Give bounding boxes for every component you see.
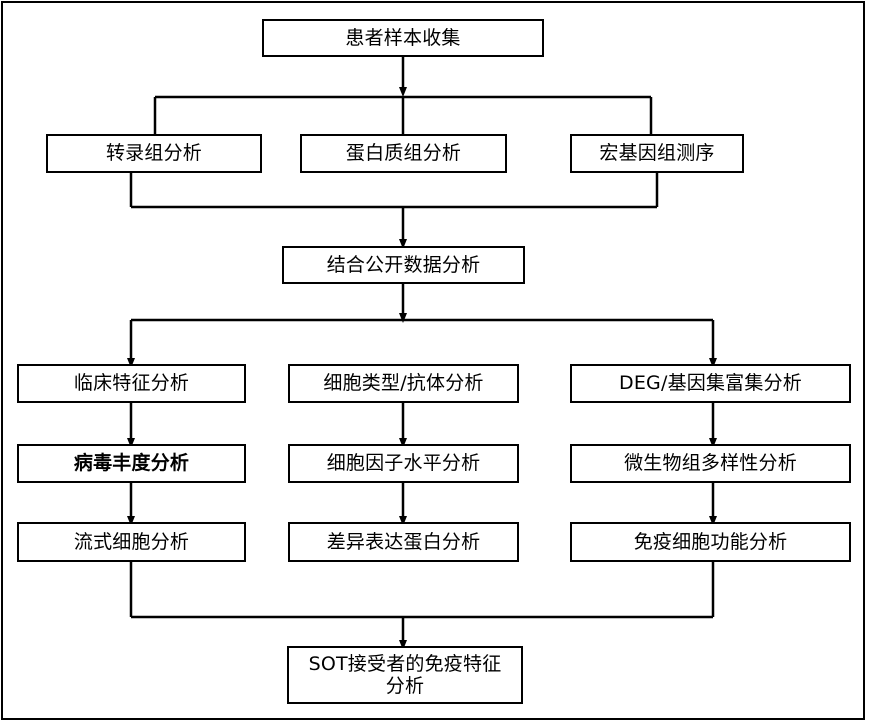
node-microbiome-diversity-label: 微生物组多样性分析 bbox=[624, 452, 797, 475]
node-immune-cell-function-label: 免疫细胞功能分析 bbox=[633, 530, 788, 553]
node-clinical-features[interactable]: 临床特征分析 bbox=[17, 364, 246, 403]
node-cytokine-level-label: 细胞因子水平分析 bbox=[326, 452, 481, 475]
node-sot-immune-profile[interactable]: SOT接受者的免疫特征 分析 bbox=[287, 646, 523, 704]
node-public-data[interactable]: 结合公开数据分析 bbox=[282, 246, 525, 284]
node-immune-cell-function[interactable]: 免疫细胞功能分析 bbox=[570, 522, 851, 562]
node-transcriptome-label: 转录组分析 bbox=[105, 142, 202, 165]
node-proteome[interactable]: 蛋白质组分析 bbox=[300, 134, 507, 173]
node-clinical-features-label: 临床特征分析 bbox=[73, 372, 190, 395]
node-viral-abundance-label: 病毒丰度分析 bbox=[73, 452, 190, 475]
node-sample-collection-label: 患者样本收集 bbox=[345, 26, 461, 49]
node-microbiome-diversity[interactable]: 微生物组多样性分析 bbox=[570, 444, 851, 483]
node-deg-protein-label: 差异表达蛋白分析 bbox=[326, 530, 481, 553]
node-viral-abundance[interactable]: 病毒丰度分析 bbox=[17, 444, 246, 483]
node-cell-type-antibody-label: 细胞类型/抗体分析 bbox=[323, 372, 484, 395]
node-transcriptome[interactable]: 转录组分析 bbox=[46, 134, 262, 173]
node-sample-collection[interactable]: 患者样本收集 bbox=[262, 19, 544, 57]
node-deg-protein[interactable]: 差异表达蛋白分析 bbox=[288, 522, 519, 562]
node-metagenome-label: 宏基因组测序 bbox=[599, 142, 715, 165]
node-proteome-label: 蛋白质组分析 bbox=[345, 142, 462, 165]
node-flow-cytometry-label: 流式细胞分析 bbox=[73, 530, 190, 553]
node-metagenome[interactable]: 宏基因组测序 bbox=[570, 134, 744, 173]
node-sot-immune-profile-label: SOT接受者的免疫特征 分析 bbox=[308, 652, 502, 697]
node-public-data-label: 结合公开数据分析 bbox=[326, 253, 481, 276]
node-flow-cytometry[interactable]: 流式细胞分析 bbox=[17, 522, 246, 562]
node-cell-type-antibody[interactable]: 细胞类型/抗体分析 bbox=[288, 364, 519, 403]
node-cytokine-level[interactable]: 细胞因子水平分析 bbox=[288, 444, 519, 483]
node-deg-enrichment-label: DEG/基因集富集分析 bbox=[619, 372, 802, 395]
node-deg-enrichment[interactable]: DEG/基因集富集分析 bbox=[570, 364, 851, 403]
